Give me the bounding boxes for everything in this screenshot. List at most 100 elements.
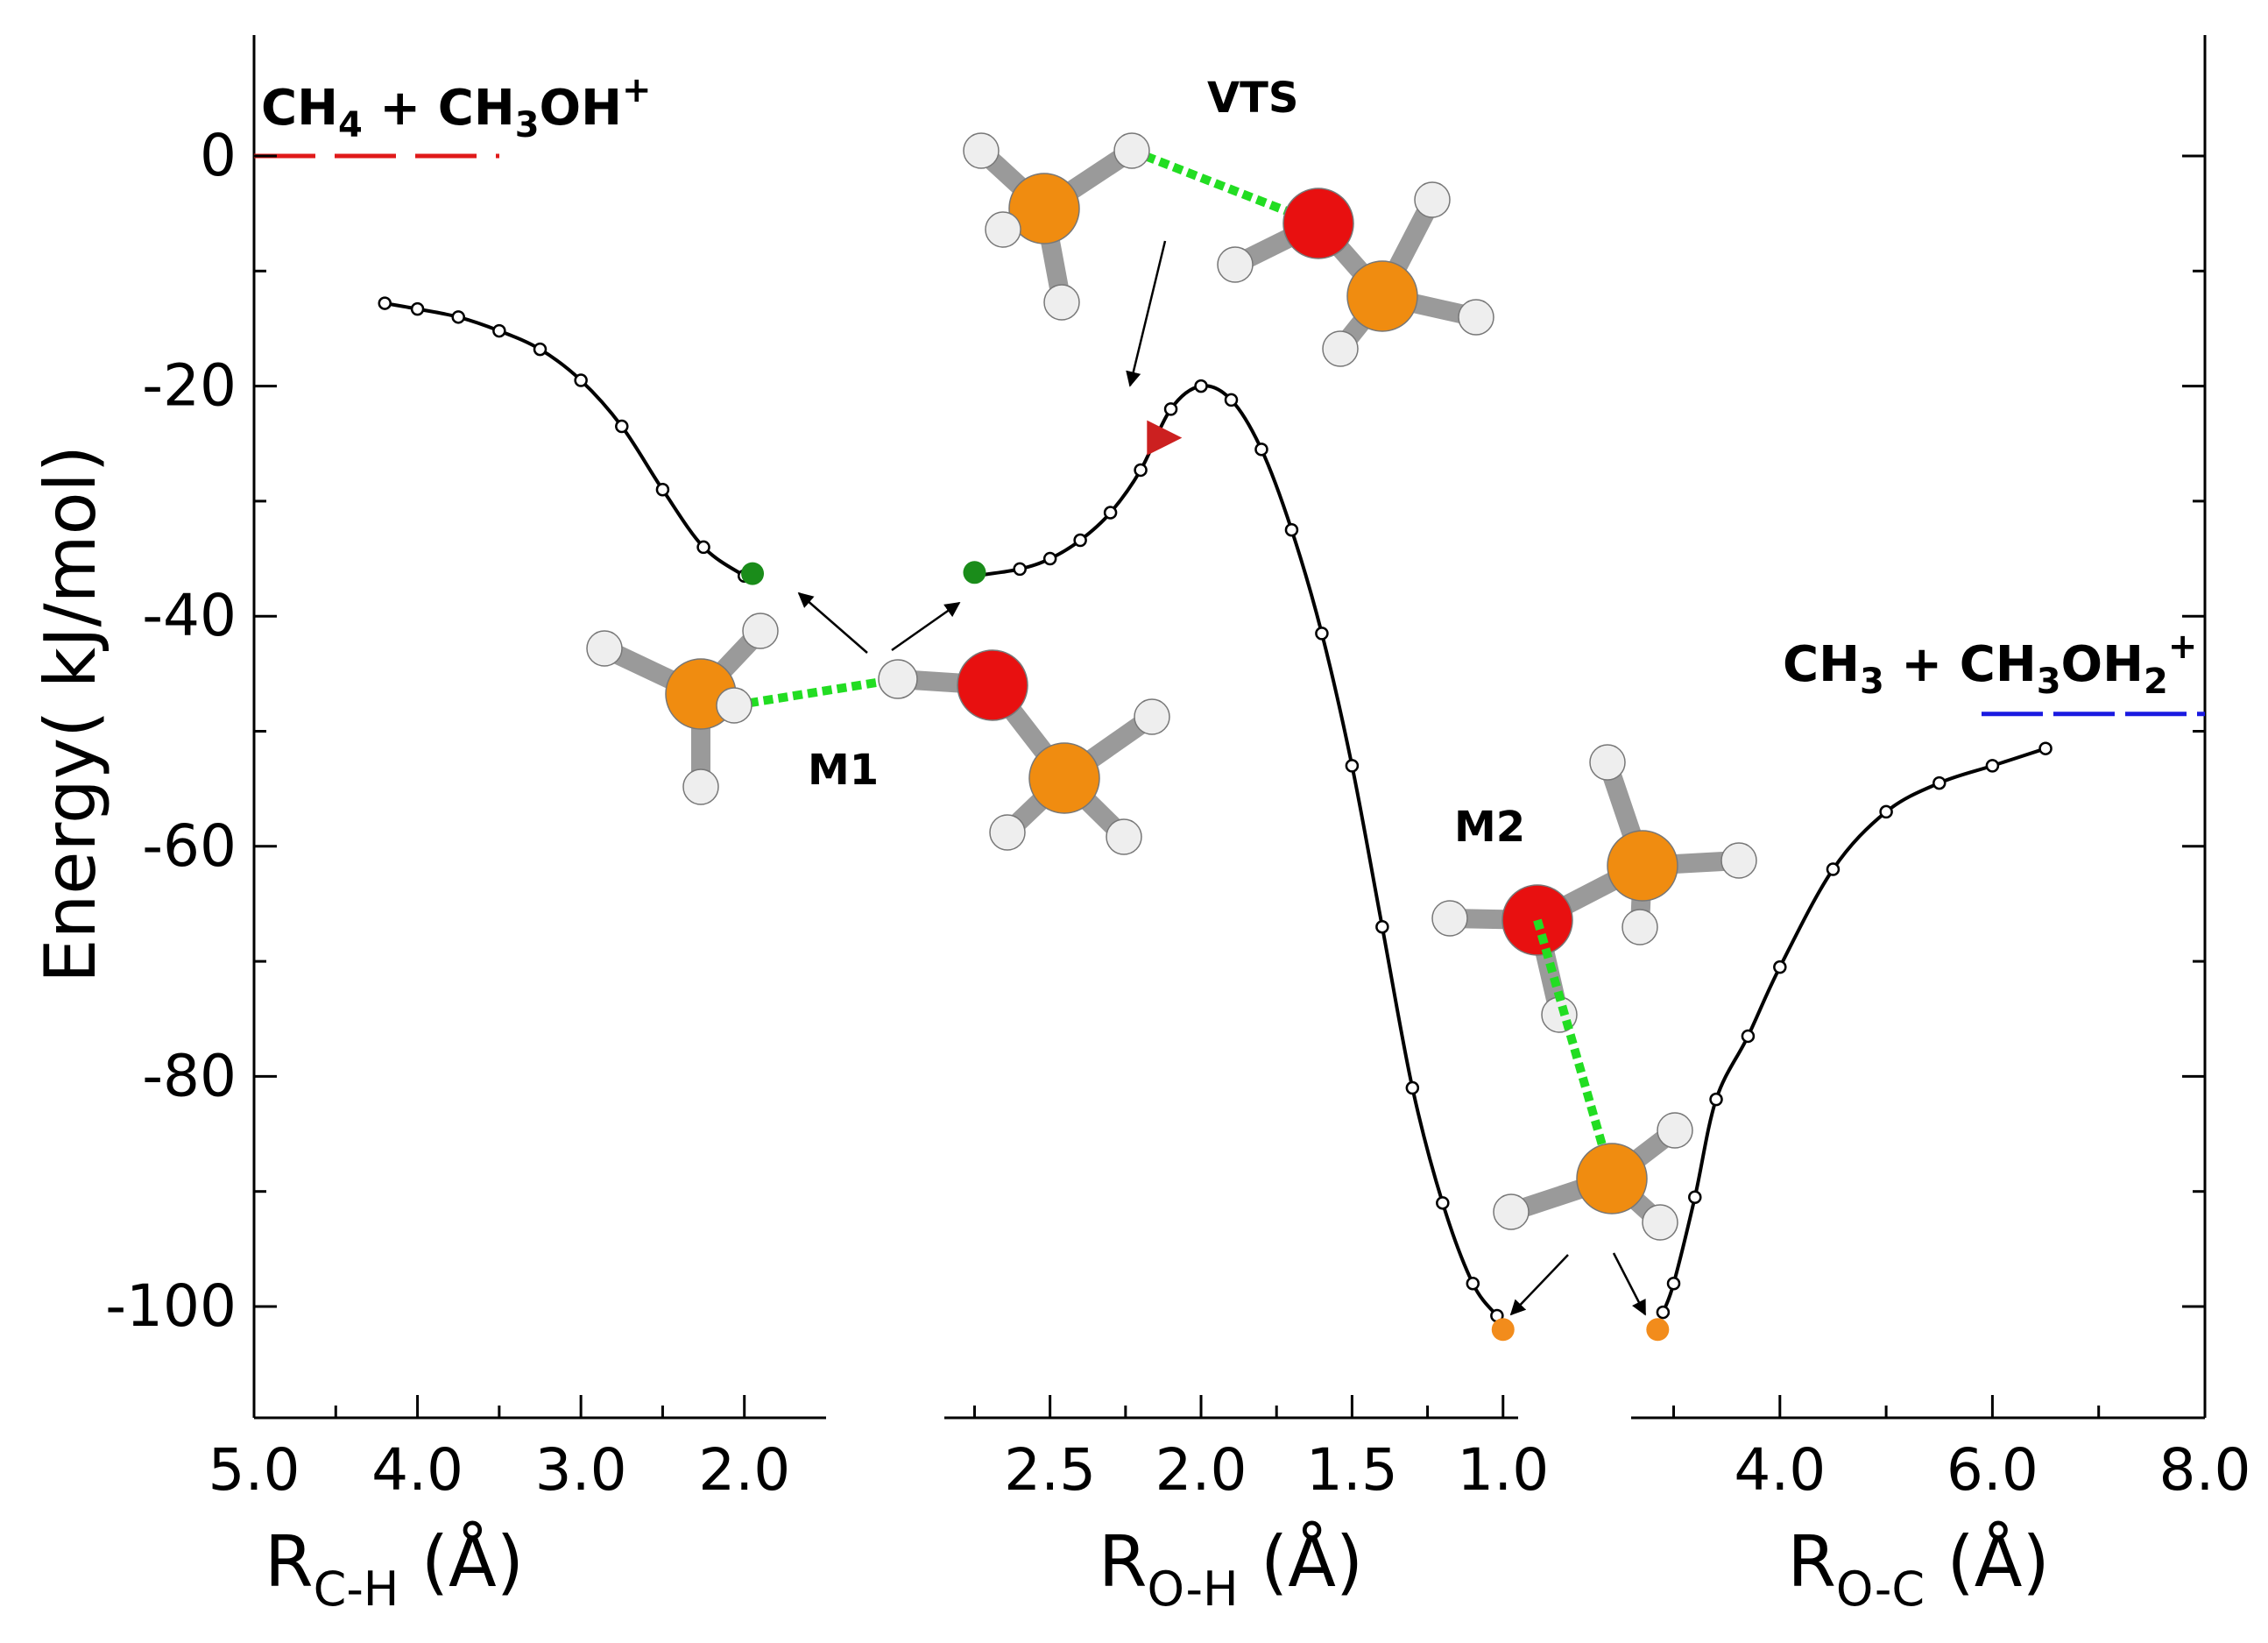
- hydrogen-atom: [1657, 1112, 1693, 1149]
- arrow-to-vts: [1126, 240, 1167, 387]
- arrow-to-m2-right: [1612, 1252, 1647, 1316]
- hydrogen-atom: [985, 211, 1021, 248]
- energy-curve-2: [1661, 747, 2046, 1314]
- hydrogen-atom: [1217, 246, 1254, 283]
- data-point: [1466, 1276, 1480, 1291]
- data-point: [1254, 443, 1268, 457]
- data-point: [1405, 1080, 1420, 1095]
- m1-hbond: [733, 675, 899, 710]
- data-point: [696, 540, 710, 555]
- data-point: [410, 301, 425, 316]
- data-point: [1985, 759, 2000, 773]
- data-point: [1315, 627, 1329, 641]
- data-point: [655, 483, 670, 497]
- x-tick-label: 5.0: [208, 1436, 300, 1504]
- data-point: [1932, 775, 1947, 790]
- hydrogen-atom: [1493, 1193, 1530, 1230]
- y-tick-label: -40: [142, 582, 237, 649]
- x-tick-label: 4.0: [371, 1436, 463, 1504]
- product-label: CH3 + CH3OH2+: [1783, 627, 2197, 702]
- hydrogen-atom: [1134, 698, 1170, 735]
- data-point: [1163, 402, 1178, 416]
- data-point: [1773, 960, 1787, 974]
- data-point: [1073, 533, 1087, 548]
- hydrogen-atom: [1622, 909, 1658, 945]
- hydrogen-atom: [1642, 1204, 1678, 1241]
- y-tick-label: -20: [142, 352, 237, 420]
- x-tick-label: 2.0: [698, 1436, 790, 1504]
- hydrogen-atom: [1043, 284, 1080, 321]
- data-point: [574, 373, 588, 387]
- hydrogen-atom: [1106, 818, 1142, 855]
- energy-curve-1: [974, 384, 1499, 1317]
- hydrogen-atom: [682, 768, 719, 805]
- hydrogen-atom: [963, 132, 1000, 169]
- data-point: [1666, 1276, 1681, 1291]
- m1-label: M1: [808, 746, 879, 795]
- data-point: [1879, 804, 1893, 819]
- x-tick-label: 4.0: [1734, 1436, 1826, 1504]
- x-tick-label: 1.0: [1457, 1436, 1549, 1504]
- m2-label: M2: [1454, 803, 1525, 852]
- data-point: [378, 296, 392, 310]
- reference-levels: [254, 153, 2205, 717]
- data-point: [1103, 506, 1118, 520]
- hydrogen-atom: [1458, 299, 1494, 336]
- data-point: [1656, 1305, 1671, 1320]
- x-axis-title-oh: RO-H (Å): [1099, 1520, 1363, 1617]
- m2-point-left: [1491, 1318, 1515, 1342]
- x-tick-label: 6.0: [1947, 1436, 2038, 1504]
- carbon-atom: [1576, 1143, 1648, 1215]
- data-point: [1042, 551, 1057, 566]
- x-tick-label: 1.5: [1306, 1436, 1398, 1504]
- oxygen-atom: [1282, 188, 1354, 259]
- oxygen-atom: [957, 649, 1028, 721]
- data-point: [451, 310, 465, 324]
- x-axis-title-oc: RO-C (Å): [1787, 1520, 2049, 1617]
- m2-hbond: [1533, 918, 1616, 1180]
- energy-curves: [378, 296, 2053, 1342]
- data-point: [1375, 919, 1389, 934]
- hydrogen-atom: [1414, 181, 1451, 218]
- arrow-to-m2-left: [1509, 1254, 1569, 1316]
- data-point: [1688, 1190, 1702, 1205]
- data-point: [1194, 379, 1208, 393]
- carbon-atom: [1008, 173, 1080, 244]
- data-point: [1345, 759, 1360, 773]
- hydrogen-atom: [1589, 744, 1626, 781]
- data-point: [1436, 1196, 1450, 1210]
- hydrogen-atom: [742, 613, 779, 649]
- x-axis-title-ch: RC-H (Å): [265, 1520, 524, 1617]
- hydrogen-atom: [1113, 132, 1150, 169]
- arrow-to-m1-right: [891, 601, 961, 652]
- m1-point-left: [741, 562, 765, 585]
- data-point: [1134, 463, 1148, 478]
- data-point: [1284, 522, 1299, 537]
- carbon-atom: [1028, 742, 1100, 814]
- data-point: [1741, 1029, 1756, 1044]
- x-tick-label: 2.0: [1155, 1436, 1247, 1504]
- y-axis-title: Energy( kJ/mol): [30, 445, 111, 983]
- vts-marker: [1147, 420, 1183, 456]
- carbon-atom: [1607, 830, 1678, 902]
- data-point: [1013, 562, 1027, 577]
- hydrogen-atom: [1322, 330, 1359, 367]
- y-tick-label: -60: [142, 812, 237, 880]
- x-tick-label: 3.0: [535, 1436, 627, 1504]
- x-tick-label: 8.0: [2159, 1436, 2251, 1504]
- hydrogen-atom: [1431, 900, 1468, 937]
- arrow-to-m1-left: [797, 591, 868, 654]
- data-point: [533, 342, 548, 357]
- data-point: [615, 419, 629, 434]
- energy-curve-0: [384, 301, 745, 577]
- data-point: [492, 323, 506, 338]
- data-point: [1224, 393, 1239, 407]
- y-tick-label: 0: [200, 122, 237, 189]
- hydrogen-atom: [586, 630, 623, 667]
- hydrogen-atom: [716, 687, 752, 724]
- hydrogen-atom: [1720, 842, 1757, 879]
- panel-frames: [252, 35, 2207, 1420]
- data-point: [1709, 1092, 1723, 1107]
- reactant-label: CH4 + CH3OH+: [261, 70, 652, 145]
